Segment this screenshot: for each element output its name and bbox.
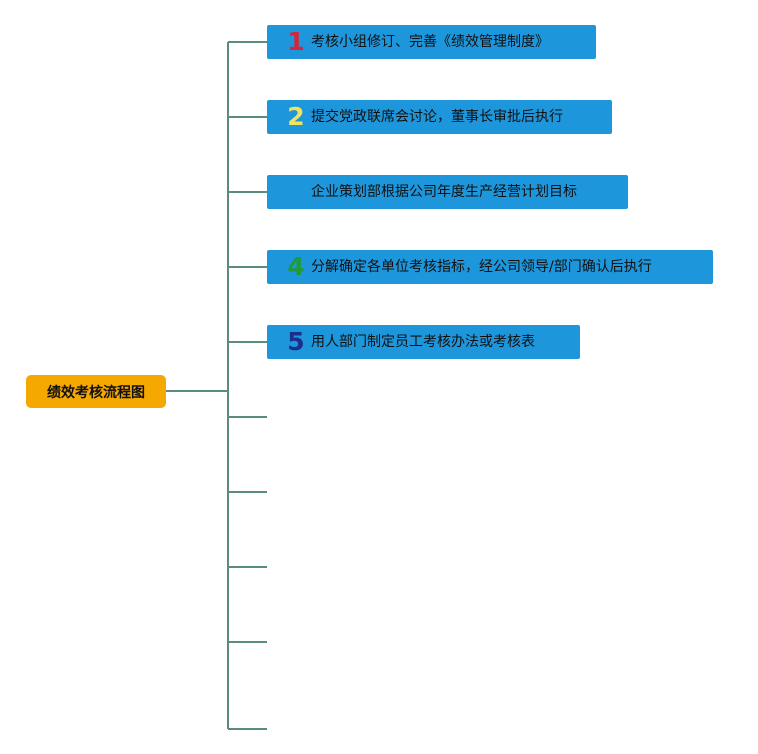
- step-number: 5: [287, 327, 305, 356]
- root-node: 绩效考核流程图: [26, 375, 166, 408]
- step-text: 分解确定各单位考核指标，经公司领导/部门确认后执行: [311, 259, 652, 275]
- step-1-box: 1 考核小组修订、完善《绩效管理制度》: [267, 25, 596, 59]
- step-number: 4: [287, 252, 305, 281]
- step-4-box: 4 分解确定各单位考核指标，经公司领导/部门确认后执行: [267, 250, 713, 284]
- step-number: 2: [287, 102, 305, 131]
- root-label: 绩效考核流程图: [47, 384, 145, 401]
- step-text: 提交党政联席会讨论，董事长审批后执行: [311, 109, 563, 125]
- step-text: 考核小组修订、完善《绩效管理制度》: [311, 34, 549, 50]
- step-number: 1: [287, 27, 305, 56]
- step-text: 用人部门制定员工考核办法或考核表: [311, 334, 535, 350]
- step-text: 企业策划部根据公司年度生产经营计划目标: [311, 184, 577, 200]
- step-5-box: 5 用人部门制定员工考核办法或考核表: [267, 325, 580, 359]
- step-2-box: 2 提交党政联席会讨论，董事长审批后执行: [267, 100, 612, 134]
- step-3-box: 企业策划部根据公司年度生产经营计划目标: [267, 175, 628, 209]
